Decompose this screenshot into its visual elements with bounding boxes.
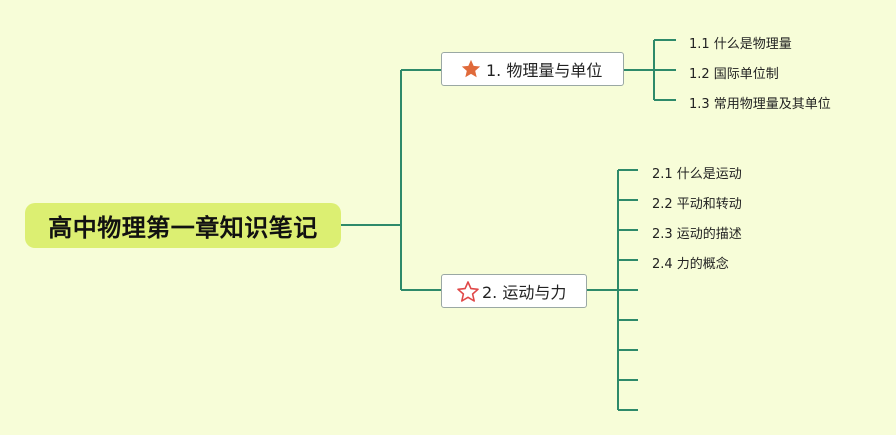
filled-star-icon xyxy=(460,58,482,80)
root-topic-label: 高中物理第一章知识笔记 xyxy=(48,214,318,242)
subtopic-2-3[interactable]: 2.3 运动的描述 xyxy=(652,227,742,242)
outline-star-icon xyxy=(456,280,479,302)
subtopic-2-1[interactable]: 2.1 什么是运动 xyxy=(652,167,742,182)
subtopic-1-3[interactable]: 1.3 常用物理量及其单位 xyxy=(689,97,831,112)
subtopic-2-4[interactable]: 2.4 力的概念 xyxy=(652,257,729,272)
subtopic-2-2[interactable]: 2.2 平动和转动 xyxy=(652,197,742,212)
subtopic-1-1[interactable]: 1.1 什么是物理量 xyxy=(689,37,792,52)
root-topic[interactable]: 高中物理第一章知识笔记 xyxy=(25,203,341,248)
branch-topic-2[interactable]: 2. 运动与力 xyxy=(441,274,587,308)
branch-topic-1[interactable]: 1. 物理量与单位 xyxy=(441,52,624,86)
branch-topic-1-label: 1. 物理量与单位 xyxy=(486,61,603,80)
branch-topic-2-label: 2. 运动与力 xyxy=(482,283,567,302)
subtopic-1-2[interactable]: 1.2 国际单位制 xyxy=(689,67,779,82)
